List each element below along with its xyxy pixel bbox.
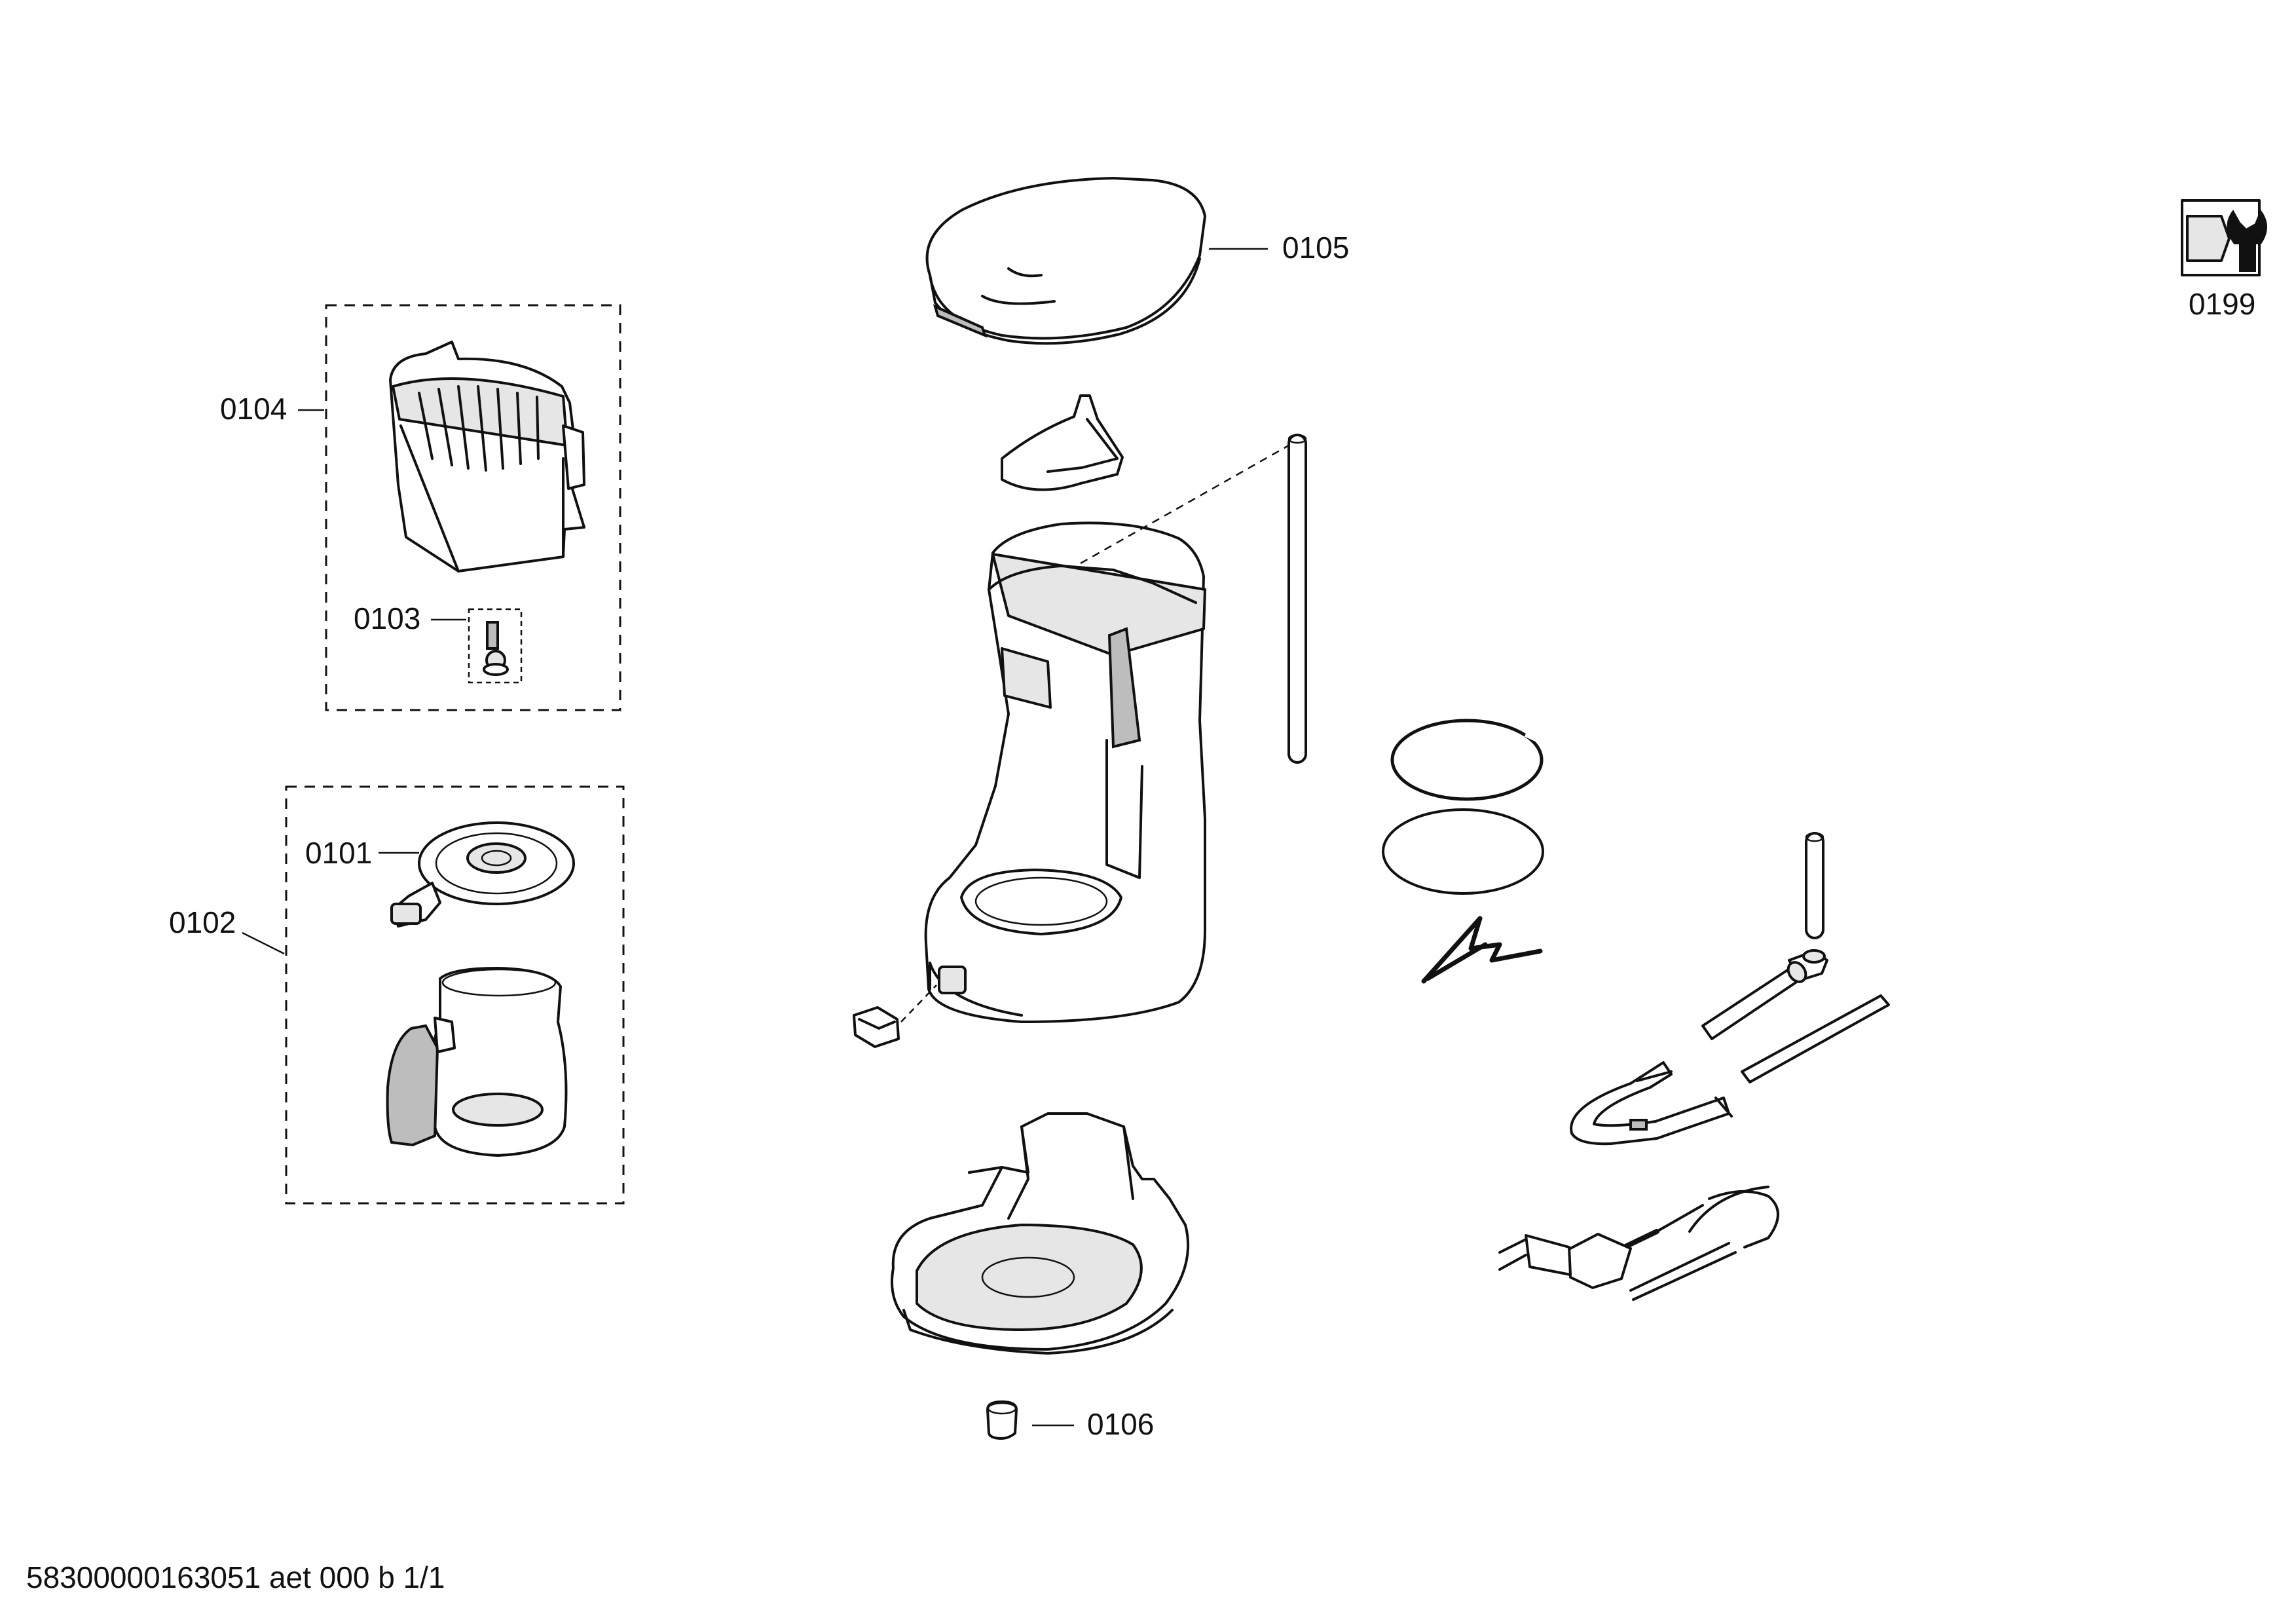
group-box-0104: [325, 304, 621, 711]
heating-plate-part: [1382, 808, 1544, 895]
doc-code: 58300000163051 aet 000 b 1/1: [26, 1560, 445, 1594]
leader-0102: [242, 931, 285, 955]
label-0102: 0102: [169, 905, 236, 939]
label-0104: 0104: [220, 392, 287, 426]
clamp-part: [1421, 916, 1543, 984]
top-lid-part: [925, 177, 1206, 345]
wrench-service-icon: [2181, 199, 2267, 276]
seal-ring-part: [1390, 719, 1544, 801]
group-box-0102: [285, 785, 625, 1205]
label-0106: 0106: [1087, 1407, 1154, 1441]
filter-holder-part: [389, 341, 585, 572]
riser-tube-part: [1287, 434, 1307, 764]
label-0105: 0105: [1282, 231, 1349, 265]
label-0199: 0199: [2189, 287, 2255, 321]
rubber-foot-part: [986, 1400, 1018, 1440]
jug-lid-part: [390, 821, 575, 928]
long-hose-part: [1741, 994, 1890, 1083]
small-riser-tube-part: [1805, 832, 1824, 939]
switch-button-part: [853, 1006, 900, 1048]
short-hose-part: [1701, 961, 1807, 1040]
base-plate-part: [891, 1112, 1190, 1355]
power-cable-part: [1498, 1186, 1779, 1301]
tube-elbow-part: [1788, 949, 1828, 981]
label-0101: 0101: [305, 836, 372, 870]
drip-stop-valve-part: [468, 608, 523, 684]
glass-jug-part: [386, 967, 568, 1157]
main-housing-part: [924, 521, 1206, 1023]
label-0103: 0103: [354, 601, 420, 635]
water-spout-part: [1001, 394, 1124, 491]
heating-element-part: [1570, 1061, 1733, 1146]
